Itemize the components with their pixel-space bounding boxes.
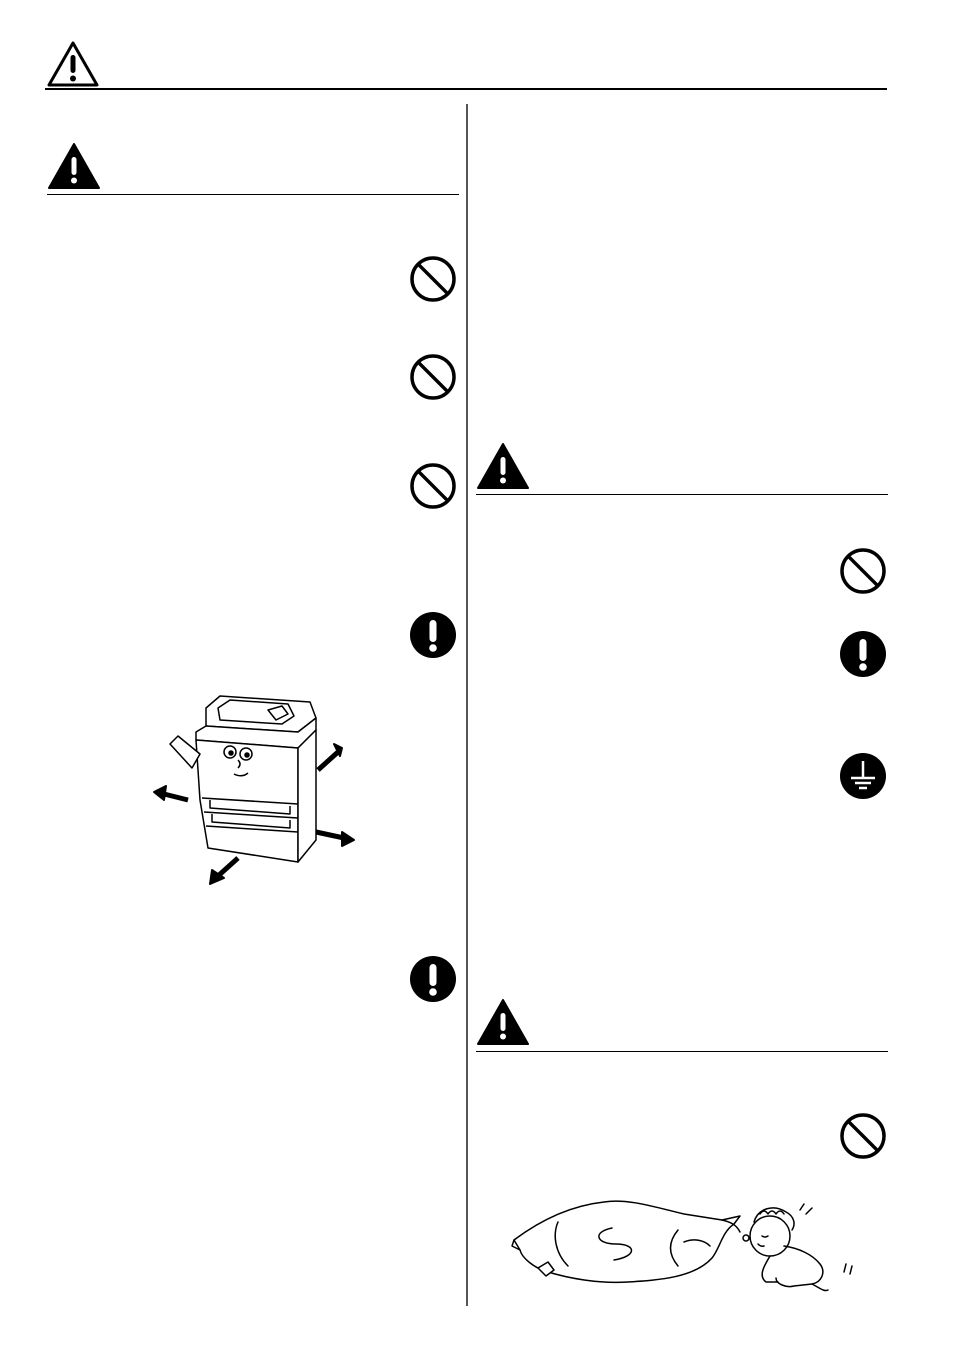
column-divider <box>466 104 468 1306</box>
prohibition-icon <box>408 254 458 304</box>
ground-icon <box>839 752 887 800</box>
prohibition-icon <box>408 461 458 511</box>
header-rule <box>45 88 887 90</box>
child-plastic-bag-illustration <box>508 1192 858 1298</box>
mandatory-exclamation-icon <box>839 630 887 678</box>
left-section-warning-icon <box>47 142 101 190</box>
right-section-warning-icon <box>476 998 530 1046</box>
left-section-rule <box>47 194 459 195</box>
mandatory-exclamation-icon <box>409 955 457 1003</box>
header-warning-triangle-icon <box>46 40 100 88</box>
right-section-rule <box>476 494 888 495</box>
prohibition-icon <box>838 546 888 596</box>
mandatory-exclamation-icon <box>409 611 457 659</box>
copier-clearance-illustration <box>148 690 360 890</box>
right-section-rule <box>476 1051 888 1052</box>
right-section-warning-icon <box>476 442 530 490</box>
prohibition-icon <box>838 1111 888 1161</box>
prohibition-icon <box>408 352 458 402</box>
